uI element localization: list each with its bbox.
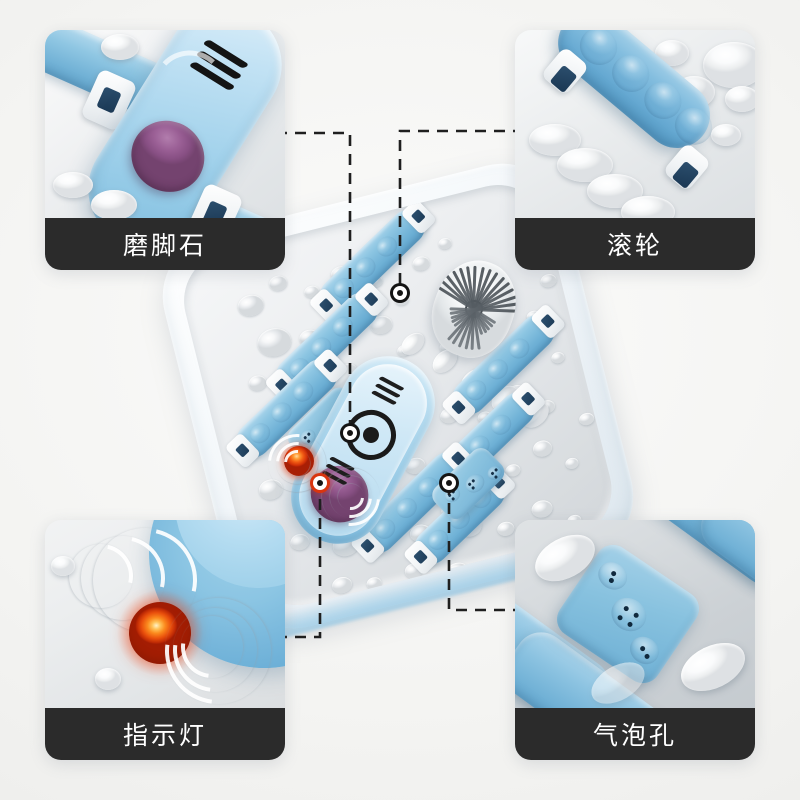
marker-bubble-holes xyxy=(439,473,459,493)
photo-floor-nub-b xyxy=(91,190,137,218)
callout-label-indicator-light: 指示灯 xyxy=(45,708,285,760)
photo-nub-big-5 xyxy=(711,124,741,146)
marker-roller xyxy=(390,283,410,303)
basin-floor-nub xyxy=(235,292,266,319)
basin-floor-nub xyxy=(577,411,596,427)
photo-floor-nub-a xyxy=(53,172,93,198)
callout-label-roller: 滚轮 xyxy=(515,218,755,270)
callout-label-pumice-stone: 磨脚石 xyxy=(45,218,285,270)
photo-nub-big-4 xyxy=(725,86,755,112)
photo-nub-row-4 xyxy=(621,196,675,218)
basin-floor-nub xyxy=(288,532,312,553)
basin-floor-nub xyxy=(267,273,289,293)
callout-photo-indicator-light xyxy=(45,520,285,708)
basin-floor-nub xyxy=(550,350,566,365)
callout-panel-roller[interactable]: 滚轮 xyxy=(515,30,755,270)
callout-label-bubble-holes: 气泡孔 xyxy=(515,708,755,760)
photo-hole-center xyxy=(604,591,653,638)
basin-floor-nub xyxy=(531,438,554,459)
indicator-bulb xyxy=(284,446,314,476)
basin-floor-nub xyxy=(330,574,354,596)
callout-panel-bubble-holes[interactable]: 气泡孔 xyxy=(515,520,755,760)
basin-floor-nub xyxy=(529,498,555,520)
callout-panel-pumice-stone[interactable]: 磨脚石 xyxy=(45,30,285,270)
callout-photo-roller xyxy=(515,30,755,218)
roller-end-cap xyxy=(529,303,567,340)
basin-floor-nub xyxy=(411,254,432,273)
callout-panel-indicator-light[interactable]: 指示灯 xyxy=(45,520,285,760)
basin-floor-nub xyxy=(539,272,558,289)
photo-small-nub-1 xyxy=(51,556,75,576)
callout-photo-pumice-stone xyxy=(45,30,285,218)
callout-photo-bubble-holes xyxy=(515,520,755,708)
photo-indicator-lamp xyxy=(103,576,217,690)
basin-floor-nub xyxy=(437,236,453,251)
marker-indicator-light xyxy=(310,473,330,493)
photo-floor-nub-c xyxy=(101,34,139,60)
photo-small-nub-2 xyxy=(95,668,121,690)
marker-pumice-stone xyxy=(340,423,360,443)
basin-floor-nub xyxy=(495,520,516,538)
basin-floor-nub xyxy=(564,456,580,471)
photo-nub-big-1 xyxy=(703,42,755,88)
